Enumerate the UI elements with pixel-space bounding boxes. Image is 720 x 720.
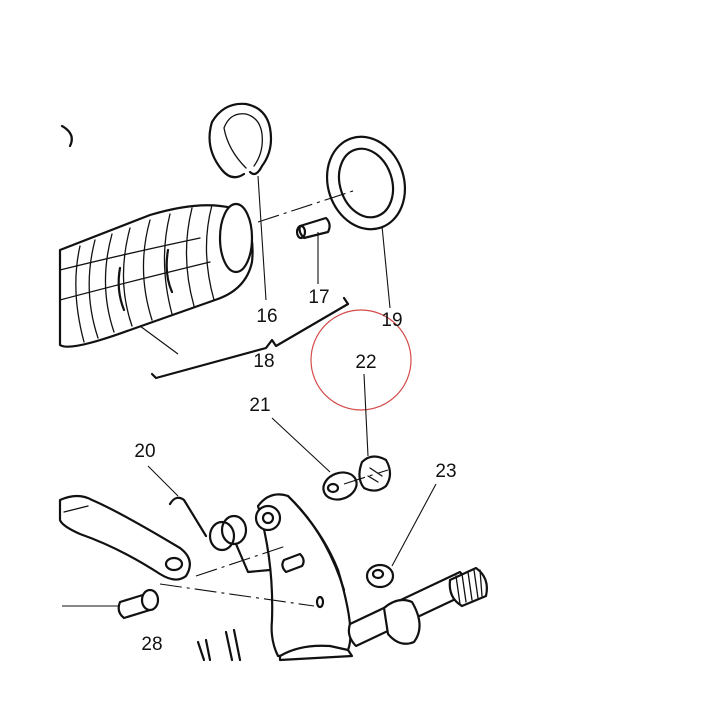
bushing xyxy=(365,563,395,589)
thrust-washer xyxy=(325,135,407,231)
selector-plate xyxy=(254,493,352,658)
callout-18: 18 xyxy=(253,351,274,372)
pin-pair-right xyxy=(224,628,242,662)
washer xyxy=(322,471,358,501)
leader-23 xyxy=(391,483,437,567)
splined-shaft xyxy=(278,566,488,662)
bracket-18 xyxy=(150,296,350,380)
callout-21: 21 xyxy=(249,395,270,416)
pin-pair-left xyxy=(196,638,212,662)
torsion-spring xyxy=(168,496,272,574)
callout-20: 20 xyxy=(134,441,155,462)
leader-sleeve xyxy=(139,325,179,355)
screw xyxy=(117,588,160,620)
leader-16 xyxy=(257,175,267,301)
callout-23: 23 xyxy=(435,461,456,482)
ribbed-sleeve-assembly xyxy=(58,202,254,348)
leader-22 xyxy=(363,373,369,457)
callout-16: 16 xyxy=(256,306,277,327)
callout-19: 19 xyxy=(381,310,402,331)
leader-21 xyxy=(271,417,331,473)
callout-28: 28 xyxy=(141,634,162,655)
leader-19 xyxy=(381,225,391,309)
circlip xyxy=(208,102,273,179)
leader-20 xyxy=(147,465,179,497)
lever-arm xyxy=(58,494,191,581)
callout-22: 22 xyxy=(355,352,376,373)
partial-ring-left xyxy=(60,124,73,148)
callout-17: 17 xyxy=(308,287,329,308)
retaining-clip xyxy=(358,455,392,492)
pin xyxy=(295,216,331,240)
highlight-circle xyxy=(310,309,412,411)
